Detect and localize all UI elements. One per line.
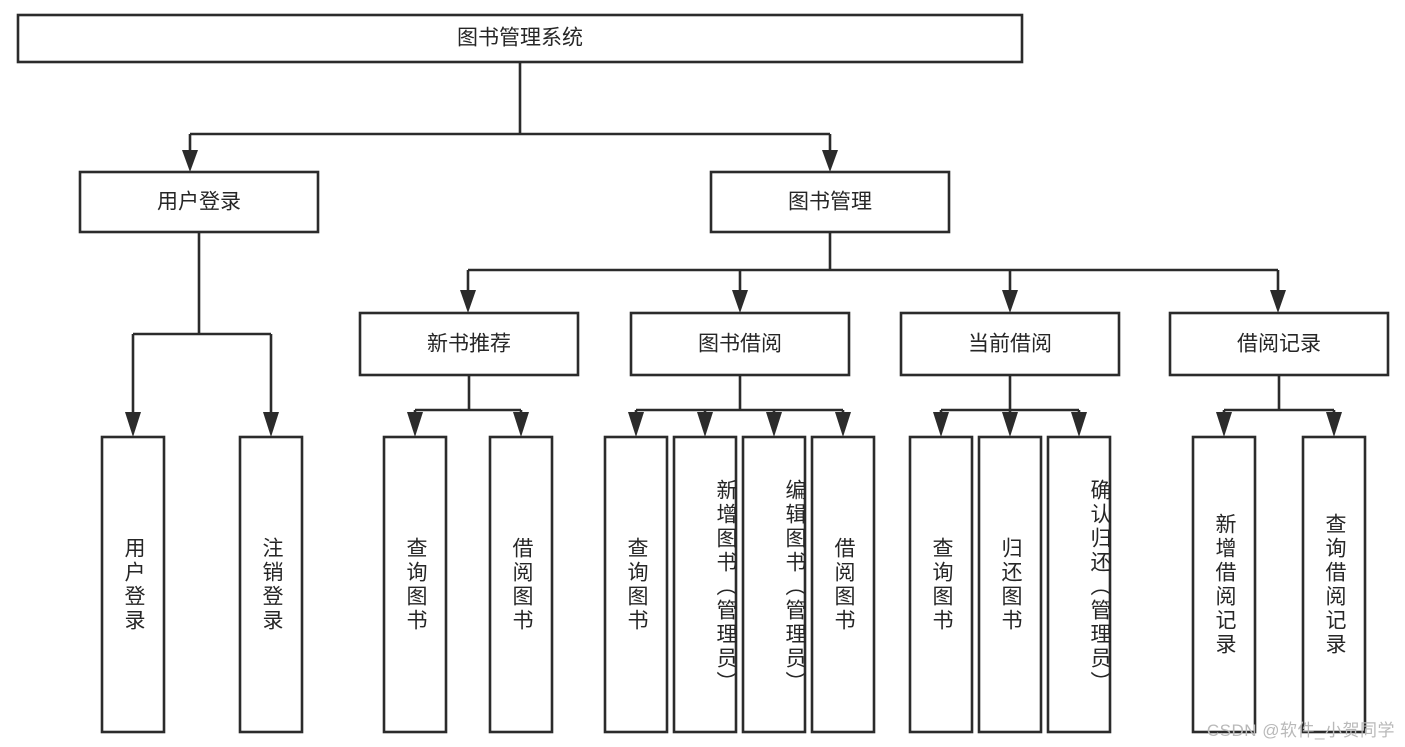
arrow-head-bookmgmt: [822, 150, 838, 172]
node-book-management-label: 图书管理: [788, 191, 872, 214]
arrow-head-leaf-query-book-1: [407, 412, 423, 437]
leaf-box-query-book-borrow[interactable]: [603, 435, 669, 734]
leaf-box-logout[interactable]: [238, 435, 304, 734]
leaf-box-return-book[interactable]: [977, 435, 1043, 734]
node-user-login[interactable]: [78, 170, 320, 234]
node-user-login-label: 用户登录: [157, 191, 241, 214]
arrow-head-bookborrow: [732, 290, 748, 313]
arrow-head-leaf-borrow-book-1: [513, 412, 529, 437]
leaf-box-borrow-book-borrow[interactable]: [810, 435, 876, 734]
node-current-borrow-label: 当前借阅: [968, 333, 1052, 356]
connector-group: [125, 62, 1342, 437]
arrow-head-borrowrecord: [1270, 290, 1286, 313]
arrow-head-leaf-borrow-book-2: [835, 412, 851, 437]
leaf-box-edit-book-admin[interactable]: [741, 435, 807, 734]
leaf-box-confirm-return-admin[interactable]: [1046, 435, 1112, 734]
arrow-head-leaf-edit-book: [766, 412, 782, 437]
node-root-book-management-system[interactable]: [16, 13, 1024, 64]
node-book-borrow[interactable]: [629, 311, 851, 377]
node-root-label: 图书管理系统: [457, 27, 583, 50]
arrow-head-leaf-user-login: [125, 412, 141, 437]
node-current-borrow[interactable]: [899, 311, 1121, 377]
arrow-head-leaf-logout: [263, 412, 279, 437]
arrow-head-leaf-confirm-return: [1071, 412, 1087, 437]
node-book-management[interactable]: [709, 170, 951, 234]
arrow-head-leaf-query-record: [1326, 412, 1342, 437]
leaf-box-add-book-admin[interactable]: [672, 435, 738, 734]
node-borrow-record-label: 借阅记录: [1237, 333, 1321, 356]
leaf-box-query-borrow-record[interactable]: [1301, 435, 1367, 734]
node-new-book-recommend[interactable]: [358, 311, 580, 377]
arrow-head-leaf-query-book-3: [933, 412, 949, 437]
node-group: 图书管理系统 用户登录 图书管理 新书推荐 图书借阅 当前借阅 借阅记录: [16, 13, 1390, 734]
arrow-head-leaf-query-book-2: [628, 412, 644, 437]
node-borrow-record[interactable]: [1168, 311, 1390, 377]
leaf-box-query-book-recommend[interactable]: [382, 435, 448, 734]
leaf-box-borrow-book-recommend[interactable]: [488, 435, 554, 734]
csdn-watermark: CSDN @软件_小贺同学: [1206, 721, 1395, 740]
arrow-head-leaf-return-book: [1002, 412, 1018, 437]
leaf-box-query-book-current[interactable]: [908, 435, 974, 734]
arrow-head-newbook: [460, 290, 476, 313]
leaf-box-user-login[interactable]: [100, 435, 166, 734]
arrow-head-leaf-add-record: [1216, 412, 1232, 437]
node-book-borrow-label: 图书借阅: [698, 333, 782, 356]
node-new-book-recommend-label: 新书推荐: [427, 333, 511, 356]
arrow-head-leaf-add-book: [697, 412, 713, 437]
leaf-box-add-borrow-record[interactable]: [1191, 435, 1257, 734]
arrow-head-currentborrow: [1002, 290, 1018, 313]
arrow-head-userlogin: [182, 150, 198, 172]
